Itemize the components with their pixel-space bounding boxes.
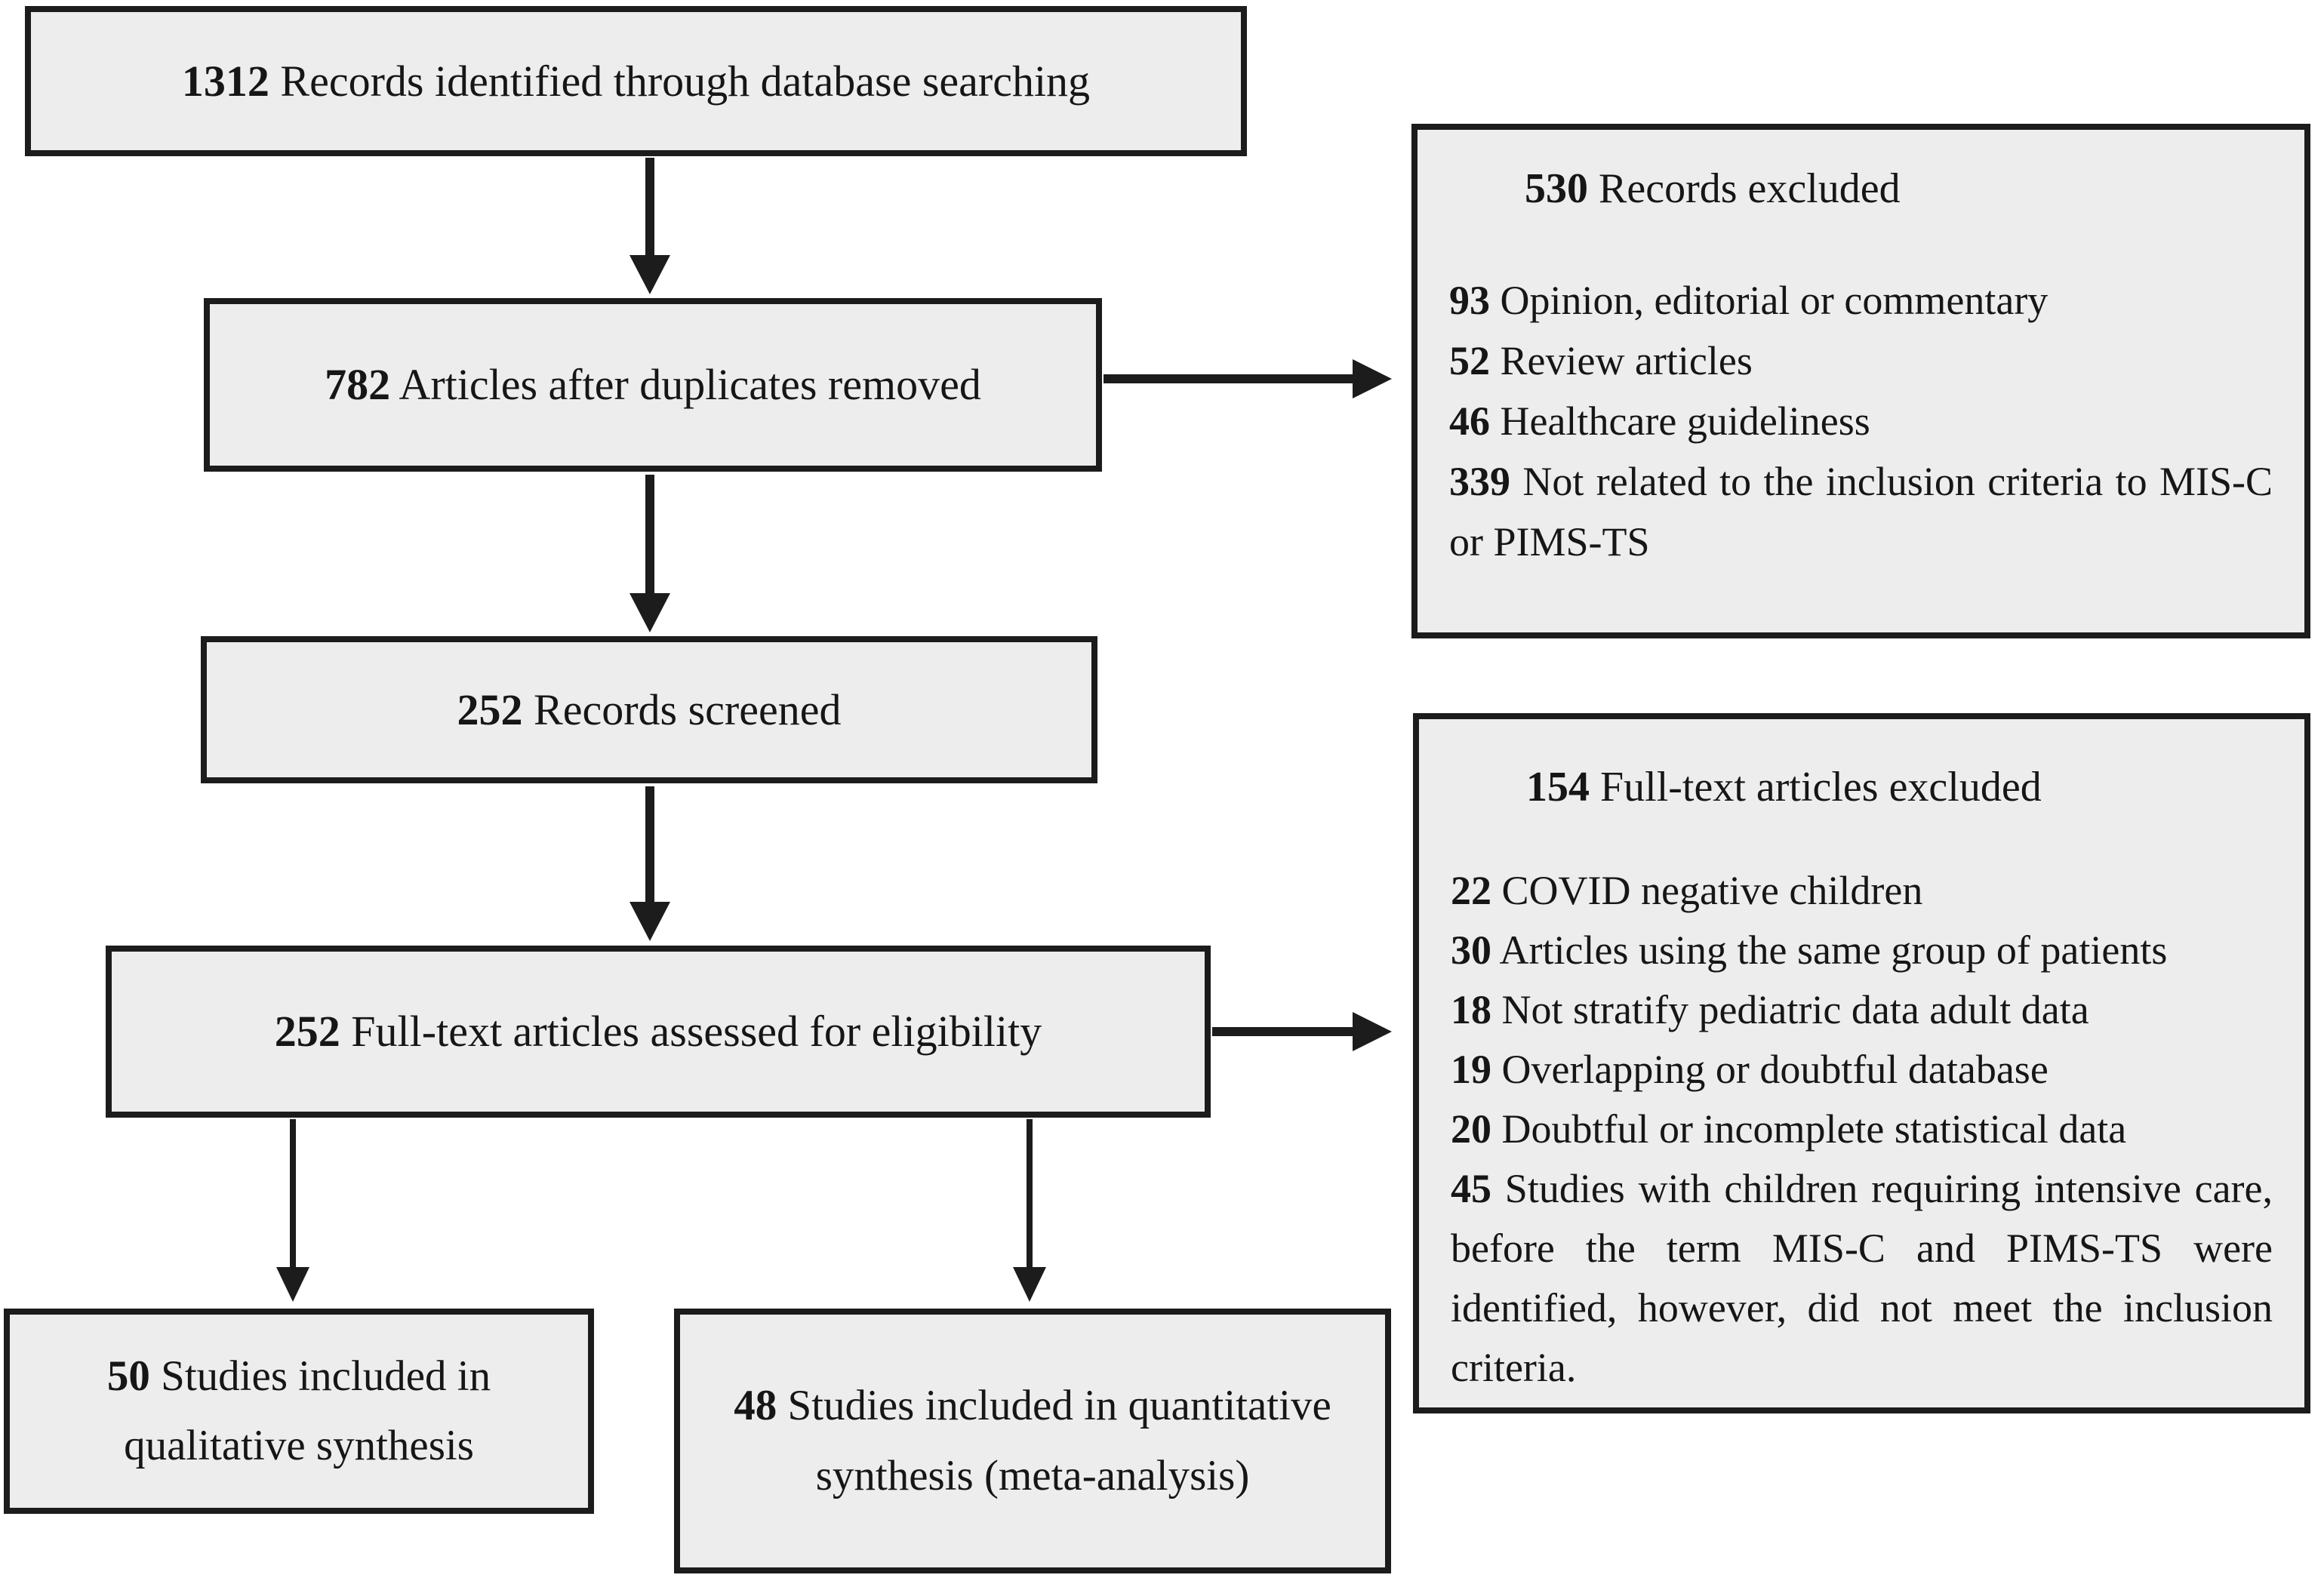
records-identified-text: Records identified through database sear… — [280, 56, 1091, 106]
exclusion-item-text: Review articles — [1500, 338, 1753, 383]
exclusion-item: 52 Review articles — [1449, 331, 2273, 391]
exclusion-item-count: 339 — [1449, 459, 1510, 504]
arrow-duplicates-to-excluded-line — [1104, 374, 1354, 383]
records-excluded-title-text: Records excluded — [1599, 165, 1901, 212]
quantitative-count: 48 — [734, 1382, 777, 1430]
exclusion-item: 30 Articles using the same group of pati… — [1451, 921, 2273, 980]
exclusion-item-count: 18 — [1451, 987, 1491, 1032]
quantitative-text: Studies included in quantitative synthes… — [787, 1382, 1331, 1499]
qualitative-text: Studies included in qualitative synthesi… — [124, 1352, 491, 1469]
box-qualitative-synthesis-label: 50 Studies included in qualitative synth… — [10, 1342, 588, 1481]
down-arrowhead-icon — [629, 593, 670, 632]
arrow-identified-to-duplicates-line — [645, 158, 654, 257]
exclusion-item-count: 46 — [1449, 398, 1490, 444]
exclusion-item-count: 20 — [1451, 1106, 1491, 1152]
records-identified-count: 1312 — [181, 56, 269, 106]
exclusion-item-text: Doubtful or incomplete statistical data — [1501, 1106, 2127, 1152]
exclusion-item-text: Not related to the inclusion criteria to… — [1449, 459, 2273, 564]
exclusion-item-text: Overlapping or doubtful database — [1501, 1047, 2049, 1092]
records-excluded-title: 530 Records excluded — [1449, 158, 2273, 219]
box-qualitative-synthesis: 50 Studies included in qualitative synth… — [4, 1309, 594, 1514]
box-fulltext-assessed-label: 252 Full-text articles assessed for elig… — [252, 996, 1064, 1067]
down-arrowhead-icon — [629, 255, 670, 294]
right-arrowhead-icon — [1353, 1012, 1392, 1051]
fulltext-excluded-title: 154 Full-text articles excluded — [1451, 757, 2273, 817]
arrow-fulltext-to-excluded-line — [1212, 1027, 1354, 1036]
qualitative-count: 50 — [106, 1352, 150, 1400]
box-records-screened-label: 252 Records screened — [435, 675, 864, 746]
box-records-identified-label: 1312 Records identified through database… — [159, 46, 1113, 117]
exclusion-item: 46 Healthcare guideliness — [1449, 391, 2273, 451]
exclusion-item-count: 19 — [1451, 1047, 1491, 1092]
records-excluded-count: 530 — [1525, 165, 1588, 212]
exclusion-item-text: Articles using the same group of patient… — [1499, 927, 2168, 973]
duplicates-removed-text: Articles after duplicates removed — [399, 360, 981, 410]
exclusion-item-count: 93 — [1449, 278, 1490, 323]
box-records-screened: 252 Records screened — [201, 636, 1097, 783]
box-fulltext-excluded: 154 Full-text articles excluded 22 COVID… — [1413, 713, 2310, 1413]
arrow-fulltext-to-qualitative-line — [290, 1119, 296, 1269]
down-arrowhead-icon — [276, 1267, 309, 1302]
exclusion-item-count: 52 — [1449, 338, 1490, 383]
exclusion-item-count: 22 — [1451, 868, 1491, 913]
records-screened-count: 252 — [457, 684, 523, 734]
down-arrowhead-icon — [629, 902, 670, 941]
exclusion-item: 45 Studies with children requiring inten… — [1451, 1159, 2273, 1398]
arrow-fulltext-to-quantitative-line — [1027, 1119, 1033, 1269]
exclusion-item-text: Opinion, editorial or commentary — [1500, 278, 2049, 323]
arrow-duplicates-to-screened-line — [645, 475, 654, 595]
exclusion-item: 20 Doubtful or incomplete statistical da… — [1451, 1100, 2273, 1159]
box-quantitative-synthesis-label: 48 Studies included in quantitative synt… — [680, 1371, 1385, 1511]
box-duplicates-removed: 782 Articles after duplicates removed — [204, 298, 1102, 472]
exclusion-item-count: 30 — [1451, 927, 1491, 973]
exclusion-item: 339 Not related to the inclusion criteri… — [1449, 451, 2273, 572]
records-excluded-items: 93 Opinion, editorial or commentary 52 R… — [1449, 270, 2273, 572]
box-quantitative-synthesis: 48 Studies included in quantitative synt… — [674, 1309, 1391, 1573]
box-fulltext-assessed: 252 Full-text articles assessed for elig… — [106, 946, 1211, 1118]
exclusion-item: 18 Not stratify pediatric data adult dat… — [1451, 980, 2273, 1040]
records-screened-text: Records screened — [534, 684, 842, 734]
exclusion-item-text: COVID negative children — [1501, 868, 1923, 913]
box-duplicates-removed-label: 782 Articles after duplicates removed — [302, 349, 1004, 420]
duplicates-removed-count: 782 — [325, 360, 391, 410]
box-records-excluded: 530 Records excluded 93 Opinion, editori… — [1411, 124, 2310, 638]
fulltext-assessed-text: Full-text articles assessed for eligibil… — [351, 1007, 1042, 1057]
arrow-screened-to-fulltext-line — [645, 786, 654, 903]
exclusion-item-text: Healthcare guideliness — [1500, 398, 1870, 444]
down-arrowhead-icon — [1013, 1267, 1046, 1302]
box-records-identified: 1312 Records identified through database… — [25, 6, 1247, 156]
exclusion-item-text: Not stratify pediatric data adult data — [1501, 987, 2089, 1032]
exclusion-item: 22 COVID negative children — [1451, 861, 2273, 921]
fulltext-excluded-items: 22 COVID negative children 30 Articles u… — [1451, 861, 2273, 1398]
fulltext-excluded-count: 154 — [1526, 764, 1590, 810]
fulltext-assessed-count: 252 — [274, 1007, 340, 1057]
right-arrowhead-icon — [1353, 359, 1392, 398]
exclusion-item-text: Studies with children requiring intensiv… — [1451, 1166, 2273, 1390]
fulltext-excluded-title-text: Full-text articles excluded — [1600, 764, 2042, 810]
exclusion-item: 19 Overlapping or doubtful database — [1451, 1040, 2273, 1100]
exclusion-item-count: 45 — [1451, 1166, 1491, 1211]
exclusion-item: 93 Opinion, editorial or commentary — [1449, 270, 2273, 331]
